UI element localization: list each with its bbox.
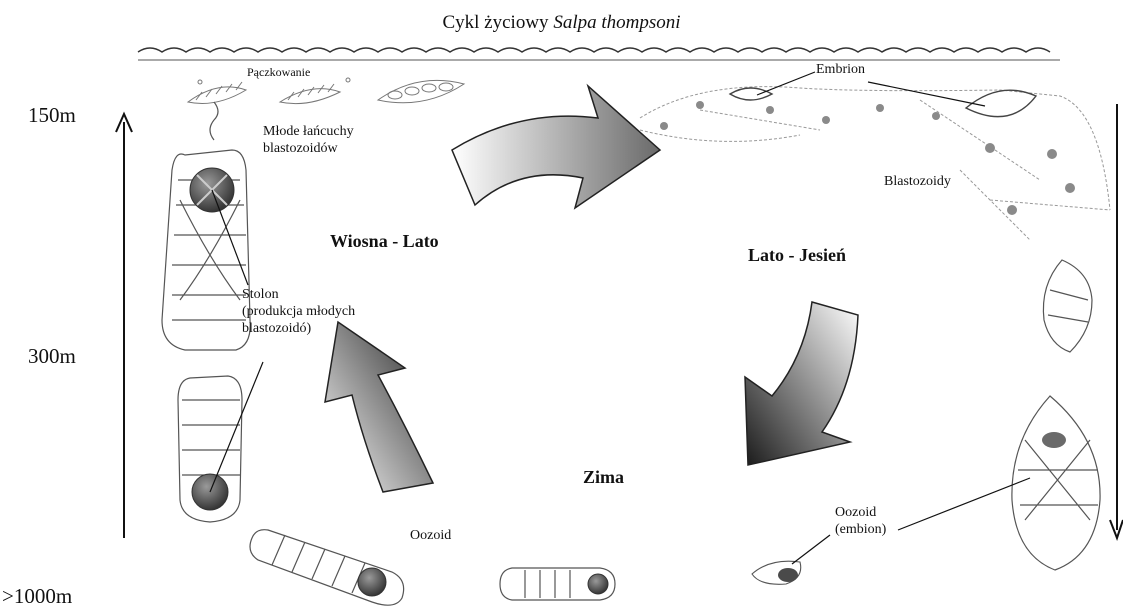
blastozooid-chain-illustration <box>640 87 1110 240</box>
depth-axis-down-arrow <box>1110 104 1123 538</box>
label-young-chains: Młode łańcuchy blastozoidów <box>263 124 354 158</box>
embryo-illustration <box>730 88 1036 117</box>
depth-label-150m: 150m <box>28 103 76 128</box>
cycle-arrow-spring-summer <box>452 86 660 208</box>
label-oozoid-embryo: Oozoid (embion) <box>835 505 886 539</box>
depth-label-1000m: >1000m <box>2 584 72 609</box>
cycle-arrow-winter <box>325 322 433 492</box>
oozoid-large-illustration <box>162 102 250 350</box>
label-budding: Pączkowanie <box>247 65 310 79</box>
title-species: Salpa thompsoni <box>553 12 680 33</box>
label-oozoid: Oozoid <box>410 528 451 545</box>
label-stolon: Stolon (produkcja młodych blastozoidó) <box>242 287 355 337</box>
label-blastozooids: Blastozoidy <box>884 174 951 191</box>
diagram-title: Cykl życiowy Salpa thompsoni <box>0 12 1123 35</box>
title-prefix: Cykl życiowy <box>442 12 553 33</box>
label-embryo: Embrion <box>816 62 865 79</box>
depth-axis-up-arrow <box>116 114 132 538</box>
season-label-summer-autumn: Lato - Jesień <box>748 245 846 267</box>
budding-chains-illustration <box>188 78 464 104</box>
season-label-winter: Zima <box>583 467 624 489</box>
cycle-arrow-summer-autumn <box>745 302 858 465</box>
sea-surface <box>138 48 1050 52</box>
season-label-spring-summer: Wiosna - Lato <box>330 231 439 253</box>
oozoid-right-illustration <box>1012 260 1100 570</box>
depth-label-300m: 300m <box>28 344 76 369</box>
